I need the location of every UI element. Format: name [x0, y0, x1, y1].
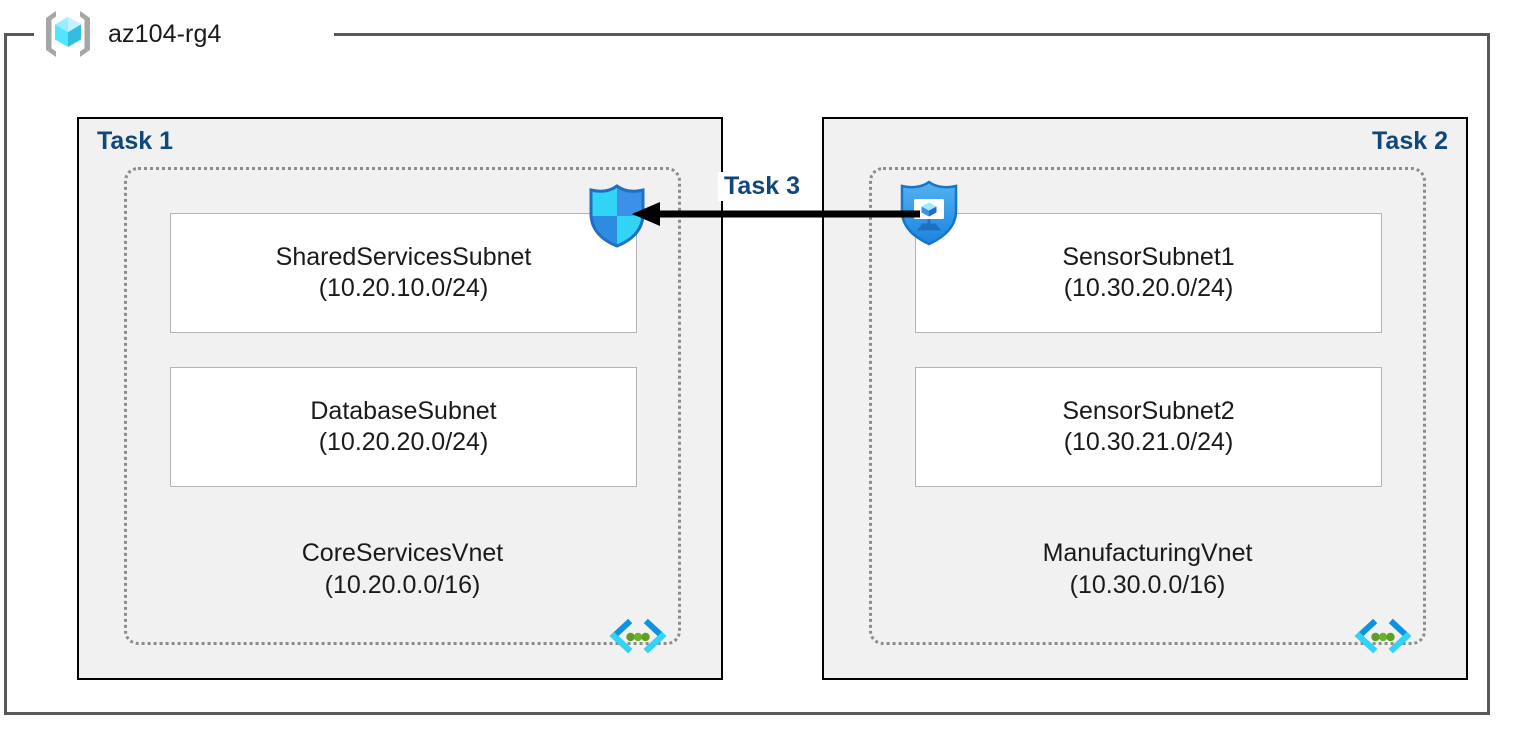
- task-1-label: Task 1: [97, 127, 173, 155]
- task-3-label: Task 3: [718, 172, 806, 201]
- resource-group-name: az104-rg4: [108, 19, 222, 48]
- subnet-database[interactable]: DatabaseSubnet (10.20.20.0/24): [170, 367, 637, 487]
- vnet-name: ManufacturingVnet: [1042, 539, 1253, 567]
- subnet-name: DatabaseSubnet: [310, 396, 497, 425]
- subnet-cidr: (10.30.20.0/24): [1063, 274, 1234, 302]
- virtual-network-icon: [1351, 616, 1415, 656]
- task-1-container[interactable]: Task 1 SharedServicesSubnet (10.20.10.0/…: [77, 117, 723, 680]
- task-2-label: Task 2: [1372, 127, 1448, 155]
- subnet-name: SensorSubnet1: [1062, 242, 1235, 271]
- subnet-cidr: (10.20.20.0/24): [318, 428, 489, 456]
- subnet-sharedservices[interactable]: SharedServicesSubnet (10.20.10.0/24): [170, 213, 637, 333]
- resource-group-cube-icon: [40, 6, 96, 62]
- virtual-network-icon: [606, 616, 670, 656]
- subnet-cidr: (10.30.21.0/24): [1063, 428, 1234, 456]
- subnet-name: SensorSubnet2: [1062, 396, 1235, 425]
- vnet-cidr: (10.20.0.0/16): [324, 570, 481, 599]
- subnet-name: SharedServicesSubnet: [275, 242, 532, 271]
- vnet-cidr: (10.30.0.0/16): [1069, 570, 1226, 599]
- vnet-caption: CoreServicesVnet (10.20.0.0/16): [127, 538, 678, 601]
- subnet-sensor1[interactable]: SensorSubnet1 (10.30.20.0/24): [915, 213, 1382, 333]
- subnet-sensor2[interactable]: SensorSubnet2 (10.30.21.0/24): [915, 367, 1382, 487]
- task-2-container[interactable]: Task 2 SensorSubnet1 (10.30.20.0/24) Sen…: [822, 117, 1468, 680]
- shield-icon: [587, 184, 647, 248]
- resource-group-title-gap: [34, 18, 334, 52]
- shield-monitor-icon: [898, 180, 960, 246]
- left-arrow-icon: [630, 196, 920, 232]
- resource-group-frame: [4, 33, 1490, 715]
- vnet-name: CoreServicesVnet: [301, 539, 504, 567]
- resource-group-header: az104-rg4: [40, 5, 221, 63]
- vnet-caption: ManufacturingVnet (10.30.0.0/16): [872, 538, 1423, 601]
- subnet-cidr: (10.20.10.0/24): [318, 274, 489, 302]
